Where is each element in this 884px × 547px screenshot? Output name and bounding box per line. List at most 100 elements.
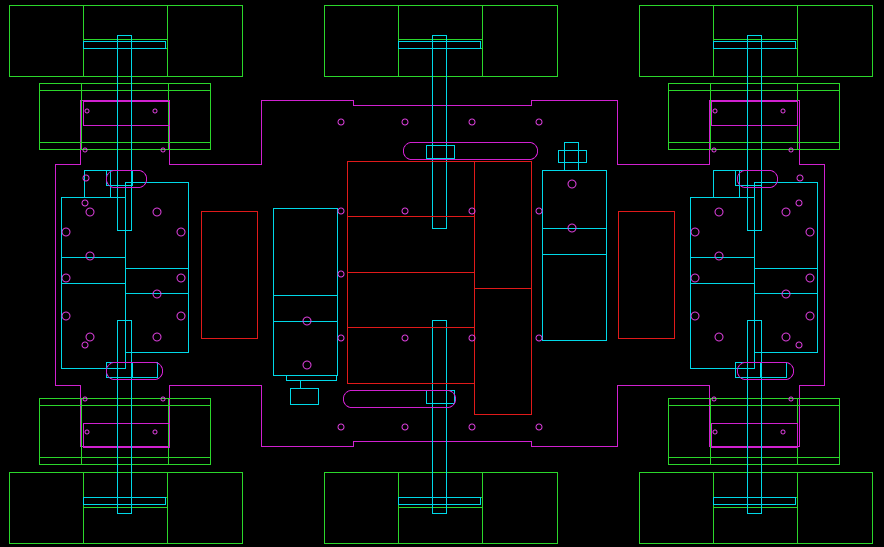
gearbox-body	[754, 182, 818, 353]
motor-flange	[286, 375, 337, 381]
chassis-hole	[81, 199, 89, 207]
mount-hole	[788, 147, 794, 153]
mounting-hole	[567, 223, 577, 233]
axle-shaft	[432, 35, 447, 229]
mount-hole	[712, 108, 718, 114]
axle-coupler	[426, 390, 455, 404]
slot-cutout	[403, 142, 538, 160]
axle-collar	[713, 497, 796, 505]
motor-mount-holes[interactable]	[82, 147, 794, 402]
chassis-hole	[82, 174, 90, 182]
chassis-hole	[401, 118, 409, 126]
battery-right[interactable]	[618, 211, 675, 339]
mounting-hole	[781, 332, 791, 342]
mounting-hole	[690, 311, 700, 321]
center-motor-left[interactable]	[273, 208, 338, 405]
axle-shaft	[117, 320, 132, 514]
mounting-hole	[805, 273, 815, 283]
gearbox-body	[125, 182, 189, 353]
center-motor-right[interactable]	[542, 142, 607, 341]
chassis-outline	[55, 100, 825, 447]
mounting-hole	[176, 227, 186, 237]
motor-mount-bottom-right[interactable]	[668, 398, 840, 465]
wheel-bottom-center[interactable]	[324, 472, 558, 544]
tire-outline	[639, 5, 873, 77]
wheel-bottom-left[interactable]	[9, 472, 243, 544]
mounting-hole	[714, 207, 724, 217]
inner-bracket	[711, 423, 798, 448]
slot-cutout	[106, 170, 147, 188]
mounting-hole	[805, 311, 815, 321]
wheel-bottom-right[interactable]	[639, 472, 873, 544]
side-motor-left[interactable]	[61, 170, 189, 378]
mount-hole	[711, 147, 717, 153]
side-motor-right[interactable]	[690, 170, 818, 378]
motor-mount-outline	[39, 398, 211, 465]
mounting-hole	[781, 207, 791, 217]
axle-bottom-center[interactable]	[398, 320, 481, 514]
motor-clip	[760, 362, 787, 378]
chassis-hole	[796, 174, 804, 182]
axle-collar	[83, 497, 166, 505]
motor-clip	[131, 362, 158, 378]
mount-hole	[82, 147, 88, 153]
mounting-hole	[61, 311, 71, 321]
chassis-hole	[337, 334, 345, 342]
motor-clip	[106, 362, 133, 378]
mounting-hole	[61, 273, 71, 283]
chassis-slots[interactable]	[106, 142, 794, 408]
motor-clip	[84, 170, 111, 198]
chassis-plate[interactable]	[55, 100, 825, 447]
inner-bracket-bottom-right[interactable]	[711, 423, 798, 448]
inner-bracket-top-right[interactable]	[711, 101, 798, 126]
inner-bracket	[83, 101, 170, 126]
axle-collar	[83, 41, 166, 49]
slot-cutout	[737, 362, 794, 380]
chassis-hole	[81, 341, 89, 349]
motor-mount-outline	[668, 83, 840, 150]
axle-top-left[interactable]	[83, 35, 166, 231]
motor-mount-bottom-left[interactable]	[39, 398, 211, 465]
mounting-hole	[714, 332, 724, 342]
chassis-hole	[401, 334, 409, 342]
axle-collar	[398, 41, 481, 49]
mounting-hole	[152, 289, 162, 299]
motor-mount-top-left[interactable]	[39, 83, 211, 150]
motor-mount-outline	[39, 83, 211, 150]
chassis-holes[interactable]	[81, 118, 804, 431]
axle-collar	[713, 41, 796, 49]
mount-hole	[780, 429, 786, 435]
battery-left[interactable]	[201, 211, 258, 339]
mounting-hole	[85, 332, 95, 342]
chassis-hole	[401, 207, 409, 215]
motor-body	[273, 208, 338, 376]
mounting-hole	[61, 227, 71, 237]
motor-mount-top-right[interactable]	[668, 83, 840, 150]
slot-cutout	[106, 362, 163, 380]
tire-outline	[639, 472, 873, 544]
battery-outline	[618, 211, 675, 339]
mount-hole	[160, 396, 166, 402]
mounting-hole	[690, 273, 700, 283]
axle-bottom-left[interactable]	[83, 320, 166, 514]
axle-collar	[398, 497, 481, 505]
axle-top-center[interactable]	[398, 35, 481, 229]
tire-outline	[324, 5, 558, 77]
chassis-hole	[535, 334, 543, 342]
chassis-hole	[401, 423, 409, 431]
center-module-stack[interactable]	[347, 161, 532, 415]
mount-hole	[788, 396, 794, 402]
inner-bracket	[83, 423, 170, 448]
inner-bracket	[711, 101, 798, 126]
chassis-hole	[337, 118, 345, 126]
inner-bracket-top-left[interactable]	[83, 101, 170, 126]
mounting-hole	[781, 289, 791, 299]
chassis-hole	[337, 207, 345, 215]
inner-bracket-bottom-left[interactable]	[83, 423, 170, 448]
slot-cutout	[737, 170, 778, 188]
mount-hole	[152, 108, 158, 114]
axle-shaft	[432, 320, 447, 514]
tire-outline	[9, 472, 243, 544]
mounting-hole	[85, 207, 95, 217]
